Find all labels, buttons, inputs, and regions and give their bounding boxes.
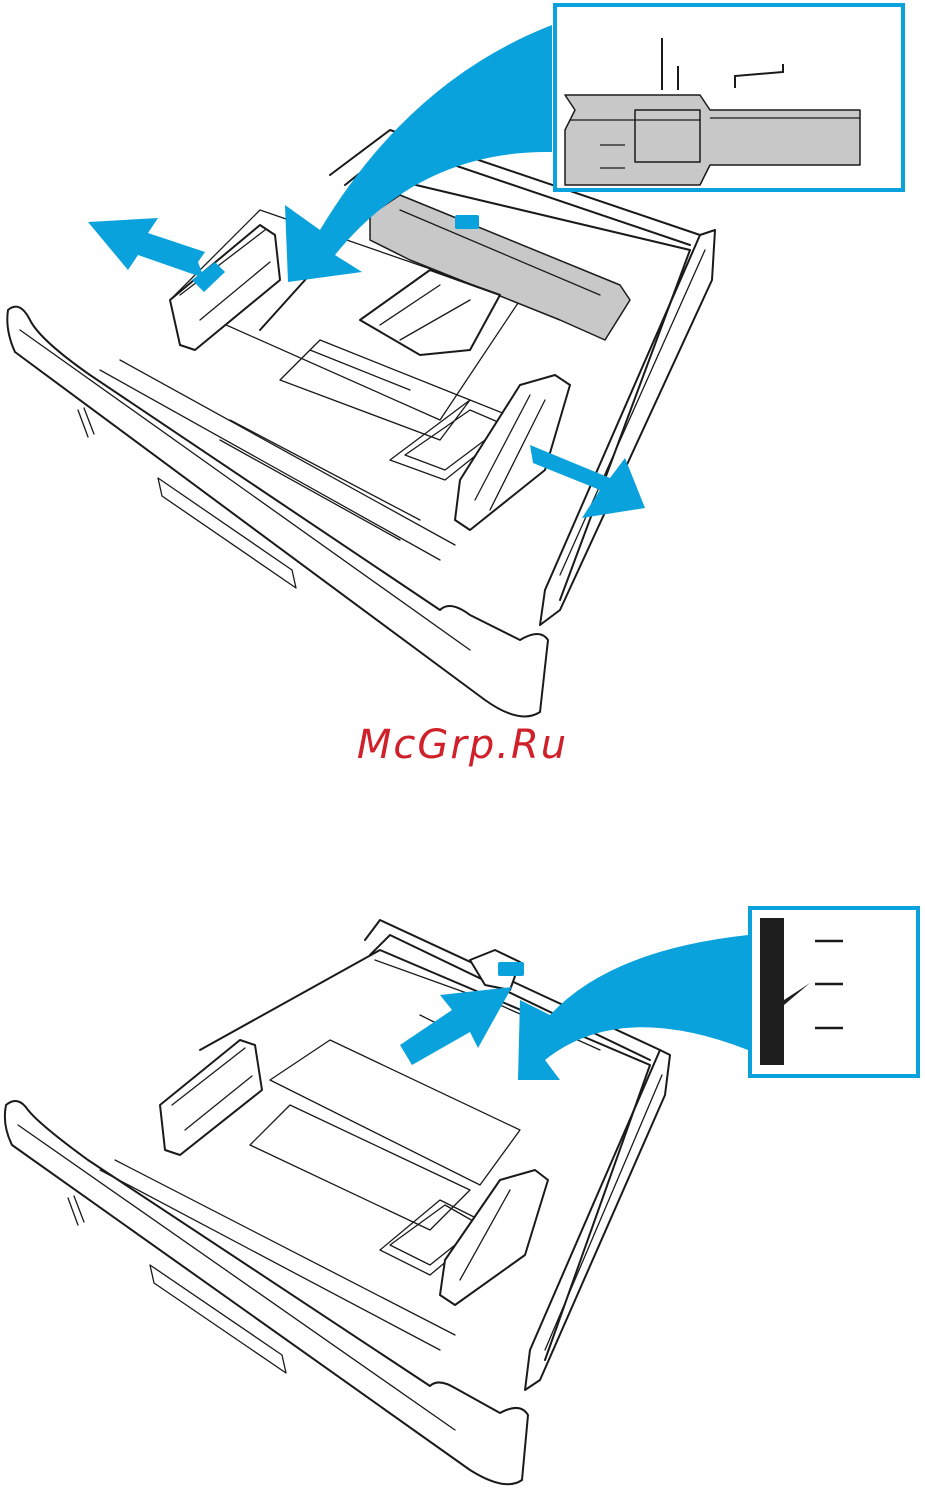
tray-figure-top: .ln { fill: none; stroke: #1a1a1a; strok…: [0, 0, 925, 730]
rear-guide-release-tab[interactable]: [455, 215, 479, 229]
tray-illustration-top: .ln { fill: none; stroke: #1a1a1a; strok…: [0, 0, 925, 730]
arrow-left-icon: [88, 218, 205, 278]
rear-guide-release-tab[interactable]: [498, 962, 524, 976]
right-paper-guide[interactable]: [455, 375, 570, 530]
tray-figure-bottom: .ln2 { fill: none; stroke: #1a1a1a; stro…: [0, 880, 925, 1494]
left-paper-guide[interactable]: [160, 1040, 262, 1155]
watermark-text: McGrp.Ru: [0, 722, 925, 768]
arrow-up-right-icon: [400, 987, 512, 1065]
tray-illustration-bottom: .ln2 { fill: none; stroke: #1a1a1a; stro…: [0, 880, 925, 1494]
right-paper-guide[interactable]: [440, 1170, 548, 1305]
guide-marker-inset-icon: [555, 5, 903, 190]
left-paper-guide[interactable]: [170, 225, 280, 350]
paper-height-marks-inset-icon: [750, 908, 918, 1076]
rear-paper-guide[interactable]: [360, 195, 630, 355]
